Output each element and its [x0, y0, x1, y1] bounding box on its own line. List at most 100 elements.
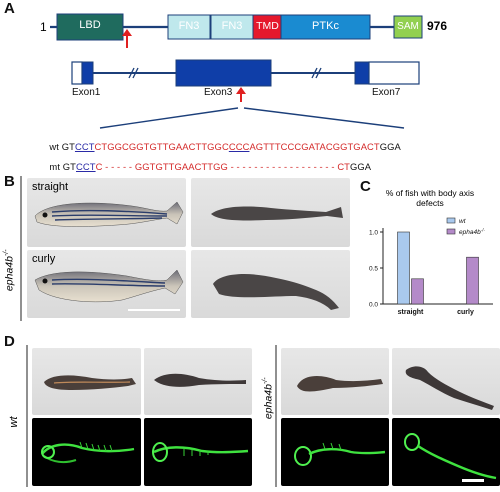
mt-seq-ct: CT: [337, 161, 351, 172]
panel-d-wt-label: wt: [4, 400, 22, 450]
photo-d-wt-lateral-bf: [32, 348, 141, 415]
exon3-label: Exon3: [204, 87, 233, 98]
domain-lbd: [56, 13, 124, 41]
mt-seq-c: C: [95, 161, 103, 172]
mt-seq-tail: GGA: [350, 161, 372, 172]
panel-d-mutant-bracket: [275, 345, 277, 487]
domain-fn3-1: [167, 14, 211, 40]
x-tick-label: curly: [457, 309, 474, 316]
bar-straight-wt: [397, 231, 410, 305]
mt-seq-gt: GT: [62, 161, 76, 172]
zebrafish-straight-dorsal: [211, 206, 343, 221]
scale-bar-b: [128, 309, 180, 311]
domain-label-fn3-1: FN3: [178, 20, 200, 32]
mt-seq-mid: GGTGTTGAACTTGG: [134, 161, 228, 172]
intron-breaks: [128, 67, 322, 79]
mt-sequence: mt GTCCTC - - - - - GGTGTTGAACTTGG - - -…: [44, 150, 371, 172]
y-tick-label: 0.0: [369, 302, 378, 309]
wt-seq-ccc: CCC: [228, 141, 250, 152]
protein-domain-map: [50, 13, 423, 129]
y-tick-label: 1.0: [369, 230, 378, 237]
photo-d-wt-dorsal-fl: [144, 418, 252, 486]
domain-ptkc: [280, 14, 371, 40]
mt-seq-dash1: - - - - -: [105, 161, 133, 172]
photo-d-mutant-dorsal-bf: [392, 348, 500, 415]
wt-sequence: wt GTCCTCTGGCGGTGTTGAACTTGGCCCCAGTTTCCCG…: [44, 130, 401, 152]
label-straight: straight: [32, 181, 69, 193]
protein-start-label: 1: [40, 20, 47, 34]
legend-swatch-wt: [446, 217, 456, 224]
zebrafish-curly-lateral: [34, 269, 184, 303]
domain-label-lbd: LBD: [79, 19, 101, 31]
exon7-utr: [368, 61, 420, 85]
legend-label: wt: [459, 218, 467, 225]
exon1-box: [81, 61, 94, 85]
photo-d-wt-dorsal-bf: [144, 348, 252, 415]
mt-label: mt: [49, 161, 61, 172]
photo-curly-lateral: [27, 250, 186, 318]
bar-straight-epha4b: [411, 278, 424, 305]
scale-bar-d: [462, 479, 484, 482]
exon7-box: [354, 61, 370, 85]
photo-d-mutant-lateral-bf: [281, 348, 389, 415]
exon3-box: [175, 59, 272, 87]
photo-curly-dorsal: [191, 250, 350, 318]
label-curly: curly: [32, 253, 56, 265]
y-tick-label: 0.5: [369, 266, 378, 273]
mt-seq-dash2: - - - - - - - - - - - - - - - - - -: [230, 161, 335, 172]
chart-title: % of fish with body axis defects: [385, 188, 475, 208]
larva-mutant-lateral-bf: [297, 376, 383, 392]
panel-d-wt-bracket: [26, 345, 28, 487]
protein-end-label: 976: [427, 19, 448, 33]
panel-d-genotype-sup: -/-: [261, 377, 269, 385]
domain-label-ptkc: PTKc: [312, 20, 339, 32]
panel-label-d: D: [4, 333, 15, 350]
exon1-label: Exon1: [72, 87, 101, 98]
zoom-line-left: [99, 107, 239, 129]
wt-seq-mid2: AGTTTCCCGATACGGTGACT: [249, 141, 380, 152]
domain-sam: [393, 15, 423, 39]
mutation-arrow-exon: [236, 87, 246, 102]
larva-wt-lateral-fluorescence: [41, 441, 135, 464]
photo-d-mutant-lateral-fl: [281, 418, 389, 486]
domain-tmd: [252, 14, 283, 40]
legend-label: epha4b-/-: [459, 228, 485, 237]
photo-d-mutant-dorsal-fl: [392, 418, 500, 486]
bar-chart: 0.0 0.5 1.0 straight curly wt epha4b-/-: [369, 217, 493, 316]
photo-straight-dorsal: [191, 178, 350, 247]
domain-label-tmd: TMD: [256, 20, 279, 32]
zoom-line-right: [243, 107, 405, 129]
panel-b-genotype-text: epha4b: [3, 256, 16, 292]
wt-seq-mid1: CTGGCGGTGTTGAACTTGGC: [94, 141, 229, 152]
larva-wt-dorsal-bf: [154, 373, 246, 387]
larva-wt-dorsal-fluorescence: [152, 442, 249, 462]
domain-label-sam: SAM: [397, 21, 419, 32]
zebrafish-straight-lateral: [34, 201, 184, 227]
zebrafish-curly-dorsal: [213, 274, 339, 310]
panel-b-genotype-sup: -/-: [2, 249, 10, 257]
larva-mutant-dorsal-bf: [405, 366, 494, 410]
exon1-utr: [71, 61, 83, 85]
x-tick-label: straight: [398, 309, 424, 316]
wt-seq-cct: CCT: [74, 141, 95, 152]
domain-label-fn3-2: FN3: [221, 20, 243, 32]
photo-straight-lateral: [27, 178, 186, 247]
panel-b-genotype-label: epha4b-/-: [0, 220, 18, 320]
wt-label: wt: [49, 141, 59, 152]
bar-curly-epha4b: [466, 256, 479, 305]
wt-seq-tail: GGA: [379, 141, 401, 152]
photo-d-wt-lateral-fl: [32, 418, 141, 486]
wt-seq-gt: GT: [61, 141, 75, 152]
panel-label-c: C: [360, 178, 371, 195]
panel-d-wt-text: wt: [8, 416, 20, 428]
panel-b-bracket: [20, 176, 22, 321]
panel-label-a: A: [4, 0, 15, 17]
exon7-label: Exon7: [372, 87, 401, 98]
larva-mutant-lateral-fluorescence: [294, 442, 386, 466]
panel-label-b: B: [4, 173, 15, 190]
mt-seq-cct: CCT: [76, 161, 96, 172]
larva-wt-lateral-bf: [44, 375, 136, 390]
larva-mutant-dorsal-fluorescence: [404, 433, 497, 480]
mutation-arrow-protein: [122, 29, 132, 48]
legend-swatch-epha4b: [446, 228, 456, 235]
